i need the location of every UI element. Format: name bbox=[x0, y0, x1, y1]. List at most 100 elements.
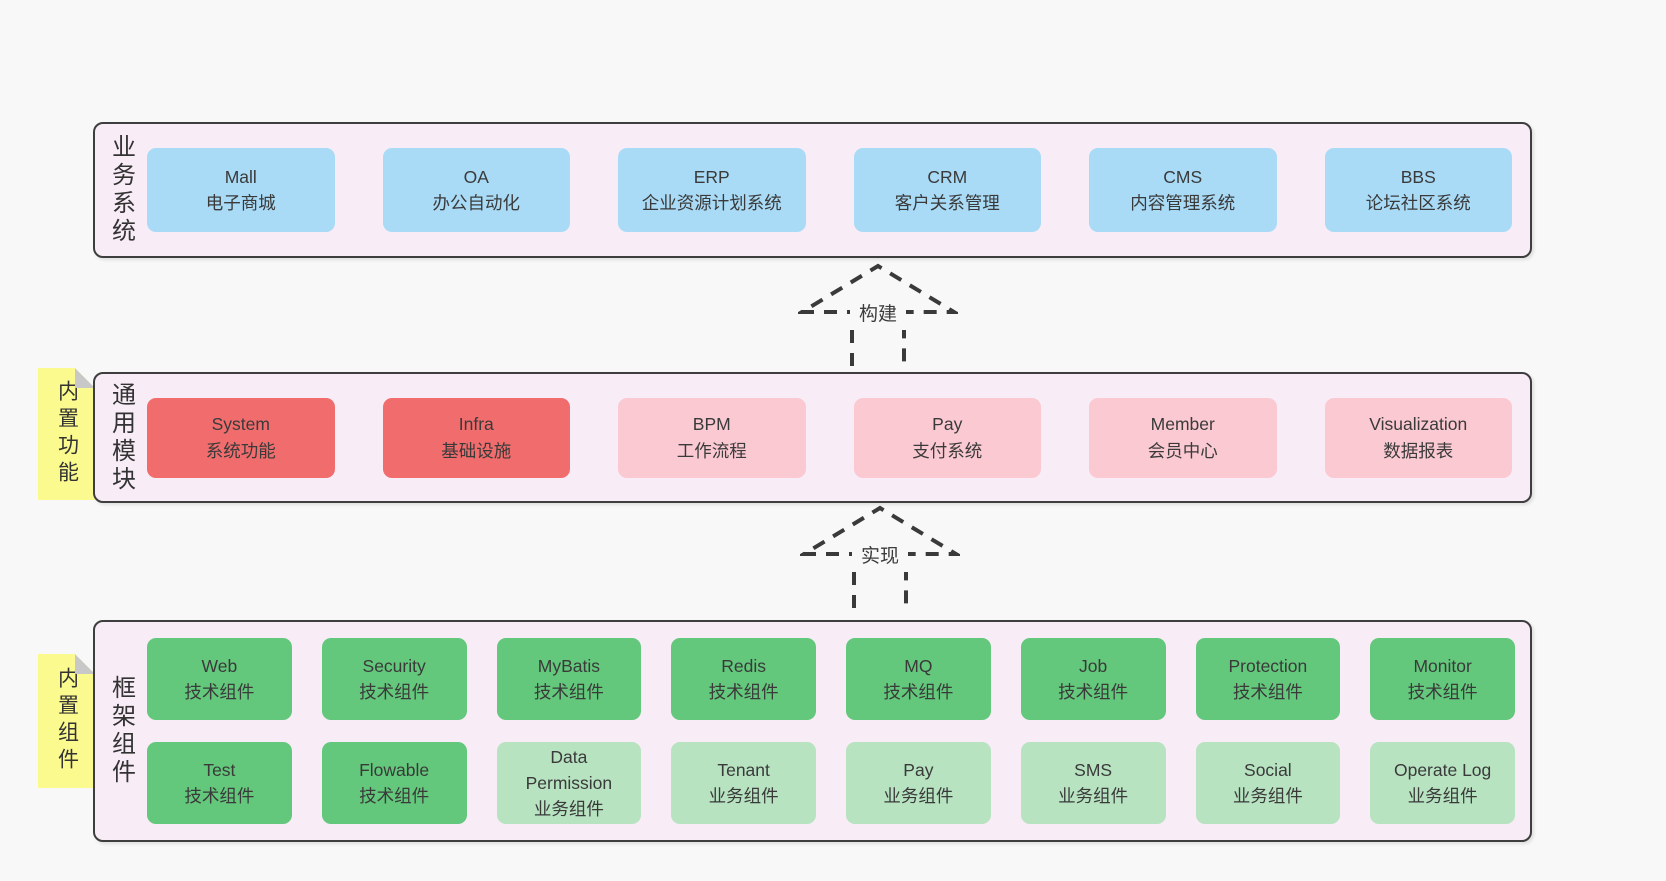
box-title: Test bbox=[203, 759, 236, 780]
box-monitor: Monitor 技术组件 bbox=[1370, 638, 1515, 720]
box-system: System 系统功能 bbox=[147, 397, 335, 478]
box-job: Job 技术组件 bbox=[1020, 638, 1166, 720]
box-pay-module: Pay 支付系统 bbox=[853, 397, 1041, 478]
arrow-label-bg bbox=[852, 540, 908, 572]
box-subtitle: 业务组件 bbox=[1407, 786, 1478, 806]
sticky-label: 内置组件 bbox=[55, 667, 79, 775]
box-title: CMS bbox=[1163, 166, 1203, 187]
box-title: BPM bbox=[692, 414, 731, 435]
box-subtitle: 技术组件 bbox=[883, 682, 954, 702]
box-tenant: Tenant 业务组件 bbox=[671, 742, 816, 824]
box-subtitle: 系统功能 bbox=[205, 440, 276, 461]
box-subtitle: 技术组件 bbox=[1232, 682, 1303, 702]
box-pay-component: Pay 业务组件 bbox=[846, 742, 991, 824]
box-cms: CMS 内容管理系统 bbox=[1089, 148, 1277, 232]
box-flowable: Flowable 技术组件 bbox=[321, 742, 467, 824]
business-boxes: Mall 电子商城 OA 办公自动化 ERP 企业资源计划系统 CRM 客户关系… bbox=[147, 124, 1530, 256]
arrow-label-bg bbox=[850, 298, 906, 330]
box-title: Pay bbox=[932, 414, 963, 435]
box-operate-log: Operate Log 业务组件 bbox=[1370, 742, 1515, 824]
box-title: BBS bbox=[1400, 166, 1436, 187]
box-title: Data Permission bbox=[525, 746, 613, 793]
sticky-label: 内置功能 bbox=[55, 380, 79, 488]
box-subtitle: 业务组件 bbox=[1232, 786, 1303, 806]
sticky-built-in-functions: 内置功能 bbox=[38, 368, 95, 500]
box-data-permission: Data Permission 业务组件 bbox=[496, 742, 642, 824]
box-mall: Mall 电子商城 bbox=[147, 148, 335, 232]
box-sms: SMS 业务组件 bbox=[1020, 742, 1166, 824]
box-subtitle: 技术组件 bbox=[184, 786, 255, 806]
box-title: OA bbox=[463, 166, 489, 187]
box-title: Protection bbox=[1228, 655, 1308, 676]
box-title: Infra bbox=[458, 414, 494, 435]
panel-label-business: 业务系统 bbox=[107, 134, 135, 246]
box-social: Social 业务组件 bbox=[1195, 742, 1341, 824]
box-title: ERP bbox=[693, 166, 730, 187]
box-oa: OA 办公自动化 bbox=[382, 148, 570, 232]
box-subtitle: 技术组件 bbox=[359, 682, 430, 702]
panel-framework-components: 框架组件 Web 技术组件 Security 技术组件 MyBatis 技术组件… bbox=[93, 620, 1532, 842]
box-mq: MQ 技术组件 bbox=[846, 638, 991, 720]
box-title: Pay bbox=[903, 759, 934, 780]
box-subtitle: 业务组件 bbox=[708, 786, 779, 806]
box-title: Redis bbox=[721, 655, 766, 676]
arrow-build: 构建 bbox=[798, 263, 958, 366]
box-mybatis: MyBatis 技术组件 bbox=[496, 638, 642, 720]
box-title: CRM bbox=[927, 166, 968, 187]
sticky-built-in-components: 内置组件 bbox=[38, 654, 95, 788]
box-member: Member 会员中心 bbox=[1089, 397, 1277, 478]
box-subtitle: 数据报表 bbox=[1383, 440, 1454, 461]
box-subtitle: 企业资源计划系统 bbox=[641, 193, 782, 213]
module-boxes: System 系统功能 Infra 基础设施 BPM 工作流程 Pay 支付系统… bbox=[147, 374, 1530, 501]
box-title: System bbox=[211, 414, 270, 435]
box-title: Mall bbox=[224, 166, 257, 187]
box-subtitle: 技术组件 bbox=[1407, 682, 1478, 702]
box-erp: ERP 企业资源计划系统 bbox=[618, 148, 806, 232]
box-subtitle: 支付系统 bbox=[912, 440, 983, 461]
box-infra: Infra 基础设施 bbox=[382, 397, 570, 478]
box-title: Monitor bbox=[1413, 655, 1472, 676]
box-subtitle: 电子商城 bbox=[205, 193, 276, 213]
box-protection: Protection 技术组件 bbox=[1195, 638, 1341, 720]
box-title: MyBatis bbox=[537, 655, 600, 676]
box-subtitle: 基础设施 bbox=[441, 440, 512, 461]
box-test: Test 技术组件 bbox=[147, 742, 292, 824]
box-subtitle: 工作流程 bbox=[676, 440, 747, 461]
box-security: Security 技术组件 bbox=[321, 638, 467, 720]
box-subtitle: 技术组件 bbox=[359, 786, 430, 806]
box-title: MQ bbox=[904, 655, 933, 676]
box-subtitle: 技术组件 bbox=[184, 682, 255, 702]
box-subtitle: 业务组件 bbox=[1058, 786, 1129, 806]
box-title: Tenant bbox=[717, 759, 770, 780]
panel-label-framework: 框架组件 bbox=[107, 675, 135, 787]
arrow-implement: 实现 bbox=[800, 505, 960, 608]
box-title: Flowable bbox=[359, 759, 430, 780]
box-title: Visualization bbox=[1369, 414, 1468, 435]
panel-common-modules: 通用模块 System 系统功能 Infra 基础设施 BPM 工作流程 Pay… bbox=[93, 372, 1532, 503]
box-subtitle: 会员中心 bbox=[1147, 440, 1218, 461]
box-visualization: Visualization 数据报表 bbox=[1324, 397, 1512, 478]
box-subtitle: 论坛社区系统 bbox=[1365, 193, 1471, 213]
panel-label-modules: 通用模块 bbox=[107, 381, 135, 494]
box-subtitle: 技术组件 bbox=[1058, 682, 1129, 702]
box-subtitle: 技术组件 bbox=[533, 682, 604, 702]
box-redis: Redis 技术组件 bbox=[671, 638, 816, 720]
box-title: SMS bbox=[1074, 759, 1113, 780]
box-subtitle: 业务组件 bbox=[883, 786, 954, 806]
box-web: Web 技术组件 bbox=[147, 638, 292, 720]
arrow-label: 构建 bbox=[859, 303, 897, 325]
box-crm: CRM 客户关系管理 bbox=[853, 148, 1041, 232]
sticky-fold-icon bbox=[75, 654, 95, 674]
box-title: Operate Log bbox=[1393, 759, 1492, 780]
box-title: Social bbox=[1244, 759, 1292, 780]
box-title: Security bbox=[362, 655, 426, 676]
box-title: Job bbox=[1079, 655, 1108, 676]
panel-business-systems: 业务系统 Mall 电子商城 OA 办公自动化 ERP 企业资源计划系统 CRM… bbox=[93, 122, 1532, 258]
framework-boxes: Web 技术组件 Security 技术组件 MyBatis 技术组件 Redi… bbox=[147, 622, 1530, 840]
box-subtitle: 办公自动化 bbox=[432, 193, 521, 213]
box-bpm: BPM 工作流程 bbox=[618, 397, 806, 478]
box-subtitle: 业务组件 bbox=[533, 799, 604, 820]
box-subtitle: 技术组件 bbox=[708, 682, 779, 702]
box-title: Member bbox=[1150, 414, 1215, 435]
box-subtitle: 内容管理系统 bbox=[1130, 193, 1236, 213]
